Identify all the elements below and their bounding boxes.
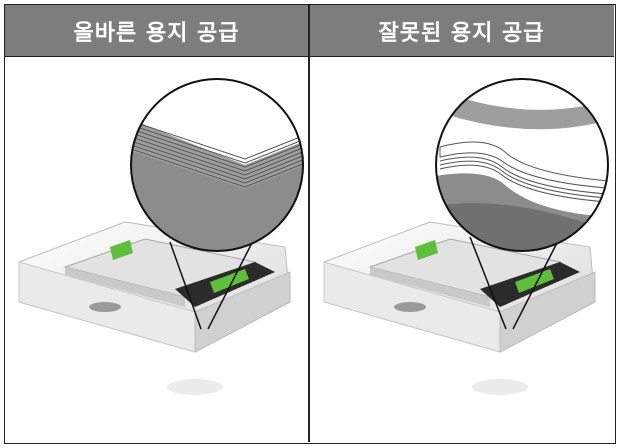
- paper-guide-green: [415, 240, 438, 260]
- panel-correct: [5, 57, 308, 442]
- panel-title-incorrect: 잘못된 용지 공급: [309, 5, 614, 57]
- paper-guide-green: [515, 269, 554, 293]
- paper-guide-green: [110, 240, 133, 260]
- panel-incorrect: [310, 57, 614, 442]
- panel-title-correct: 올바른 용지 공급: [5, 5, 309, 57]
- paper-guide-green: [210, 269, 249, 293]
- comparison-figure: 올바른 용지 공급 잘못된 용지 공급: [4, 4, 616, 444]
- tray-illustration-incorrect: [323, 78, 609, 395]
- paper-tray: [18, 221, 291, 395]
- panel-divider: [308, 5, 310, 442]
- paper-tray: [323, 221, 596, 395]
- magnified-view-correct: [130, 78, 304, 252]
- tray-illustration-correct: [18, 78, 304, 395]
